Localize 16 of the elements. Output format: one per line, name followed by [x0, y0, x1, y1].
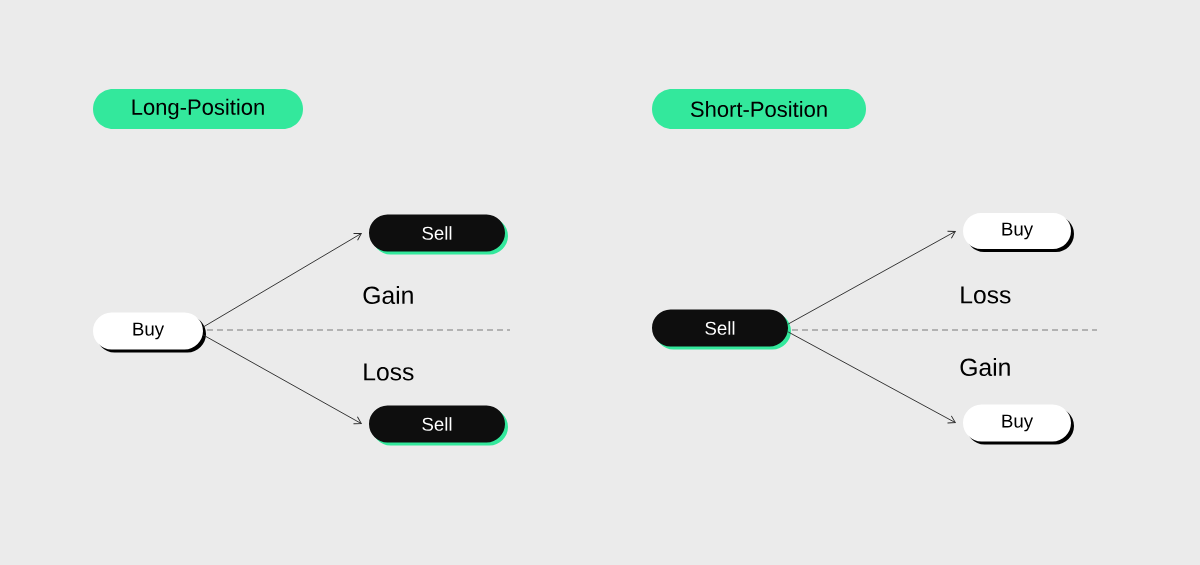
outcome-label: Loss: [364, 363, 414, 381]
arrow: [787, 331, 956, 424]
pill-box: Buy: [93, 312, 206, 353]
pill-box: Sell: [369, 405, 508, 446]
outcome-label: Gain: [363, 285, 413, 305]
heading-pill: Short-Position: [652, 89, 866, 129]
heading-pill: Long-Position: [93, 89, 303, 129]
outcome-label: Loss: [961, 286, 1011, 304]
arrow: [202, 334, 362, 425]
arrow: [202, 232, 362, 328]
outcome-label: Gain: [960, 357, 1010, 377]
arrow: [787, 230, 956, 325]
pill-box: Buy: [963, 213, 1074, 252]
pill-box: Sell: [369, 214, 508, 255]
pill-box: Sell: [652, 309, 791, 350]
pill-box: Buy: [963, 404, 1074, 445]
